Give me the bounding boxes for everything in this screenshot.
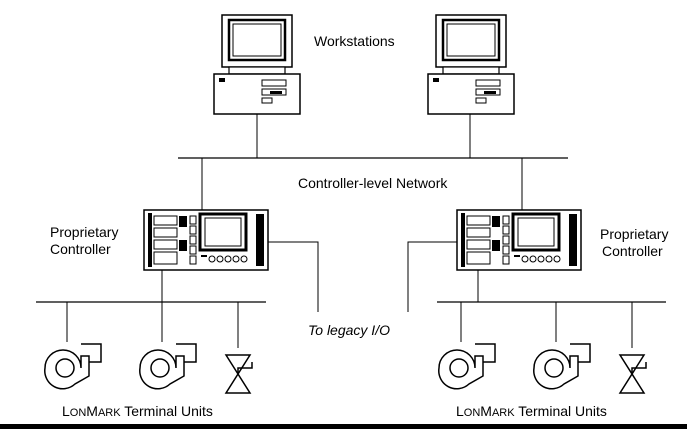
terminal-units-left-label: LONMARK Terminal Units — [62, 403, 213, 419]
controller-right-label-line2: Controller — [602, 243, 663, 259]
controller-left-label-line1: Proprietary — [50, 224, 119, 240]
workstation-right-icon — [426, 13, 516, 116]
legacy-right-line — [407, 241, 457, 312]
bottom-rule — [0, 424, 687, 429]
workstation-left-icon — [212, 13, 302, 116]
valve-left-icon — [225, 354, 253, 394]
fan-left-1-icon — [44, 343, 102, 390]
legacy-io-label: To legacy I/O — [308, 322, 390, 338]
workstations-label: Workstations — [314, 33, 395, 49]
network-label: Controller-level Network — [298, 175, 448, 191]
controller-right-icon — [455, 208, 583, 272]
terminal-units-right-label: LONMARK Terminal Units — [456, 403, 607, 419]
controller-right-label-line1: Proprietary — [600, 226, 669, 242]
controller-left-label-line2: Controller — [50, 241, 111, 257]
controller-left-icon — [142, 208, 270, 272]
fan-right-2-icon — [533, 343, 591, 390]
legacy-left-line — [268, 241, 319, 312]
fan-left-2-icon — [139, 343, 197, 390]
valve-right-icon — [619, 354, 647, 394]
fan-right-1-icon — [438, 343, 496, 390]
